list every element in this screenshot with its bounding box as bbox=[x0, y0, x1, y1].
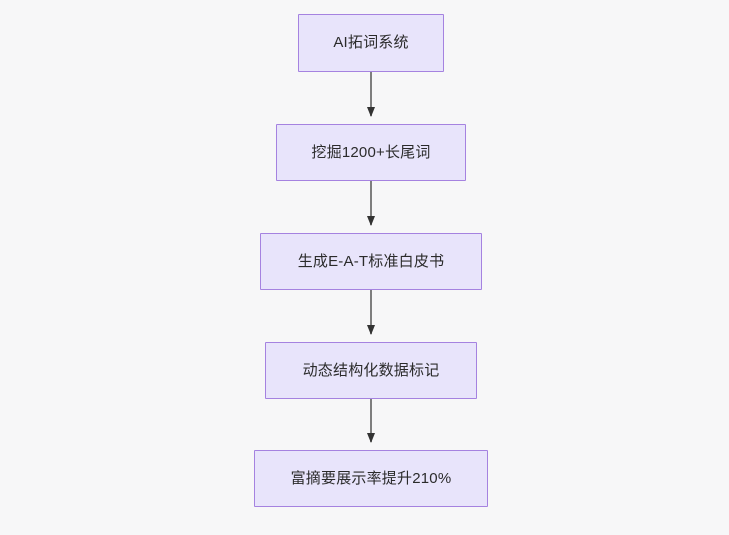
flow-node-generate-eat-whitepaper[interactable]: 生成E-A-T标准白皮书 bbox=[260, 233, 482, 290]
flow-node-dynamic-structured-data-markup[interactable]: 动态结构化数据标记 bbox=[265, 342, 477, 399]
flow-node-label: 挖掘1200+长尾词 bbox=[311, 143, 431, 161]
flow-node-mine-longtail-keywords[interactable]: 挖掘1200+长尾词 bbox=[276, 124, 466, 181]
flow-node-label: 生成E-A-T标准白皮书 bbox=[297, 252, 445, 270]
flow-node-label: 动态结构化数据标记 bbox=[302, 361, 440, 379]
flow-node-label: AI拓词系统 bbox=[333, 34, 409, 51]
flow-node-rich-snippet-rate-increase[interactable]: 富摘要展示率提升210% bbox=[254, 450, 488, 507]
flow-node-label: 富摘要展示率提升210% bbox=[290, 469, 452, 487]
flow-node-ai-keyword-system[interactable]: AI拓词系统 bbox=[298, 14, 444, 72]
